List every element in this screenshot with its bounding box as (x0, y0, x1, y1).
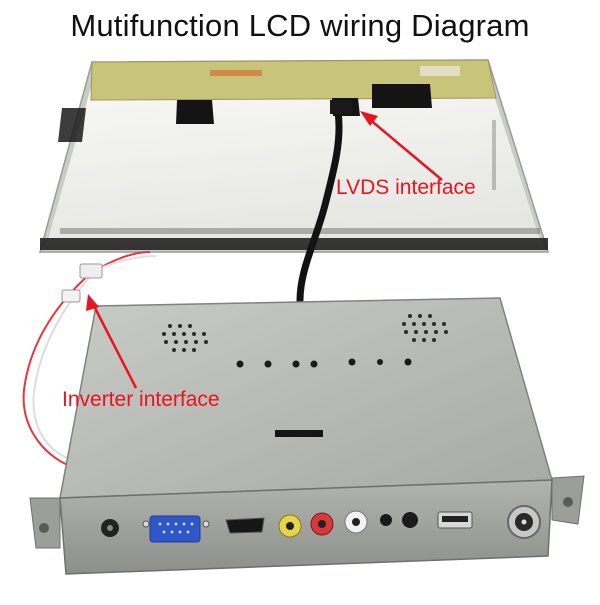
inverter-arrow (86, 294, 138, 389)
inverter-wires (22, 251, 157, 469)
rca-jack-icon (310, 512, 334, 536)
lcd-panel (39, 59, 550, 253)
lvds-arrow (360, 111, 443, 181)
hdmi-port-icon (225, 517, 265, 534)
audio-jack (380, 512, 418, 528)
speaker-grille-icon (402, 314, 448, 342)
top-buttons (236, 358, 412, 368)
inverter-interface-label: Inverter interface (62, 388, 220, 411)
lvds-interface-label: LVDS interface (336, 176, 476, 199)
rca-jack-icon (344, 510, 368, 534)
page-title: Mutifunction LCD wiring Diagram (70, 8, 530, 43)
rca-jack-icon (278, 514, 302, 538)
control-box (29, 297, 585, 575)
speaker-grille-icon (162, 324, 208, 352)
power-jack (101, 519, 119, 537)
tv-antenna-jack-icon (507, 505, 541, 539)
ventilation-slot (275, 430, 323, 437)
usb-port-icon (437, 511, 473, 529)
vga-port-icon (142, 515, 210, 543)
lvds-cable (296, 100, 352, 304)
